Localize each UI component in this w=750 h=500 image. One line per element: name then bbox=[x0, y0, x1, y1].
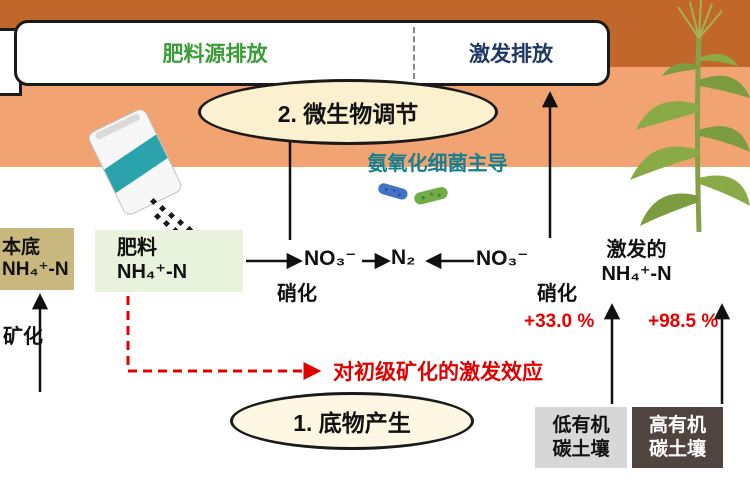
bacterium-blue-icon bbox=[378, 183, 408, 200]
priming-effect-label: 对初级矿化的激发效应 bbox=[333, 361, 543, 384]
background-n-pool: 本底 NH₄⁺-N bbox=[0, 228, 74, 290]
high-soil-line1: 高有机 bbox=[648, 414, 706, 436]
microbial-regulation-oval: 2. 微生物调节 bbox=[198, 79, 498, 145]
arrow-priming-effect bbox=[126, 296, 322, 380]
fertilizer-n-line1: 肥料 bbox=[117, 237, 157, 260]
fertilizer-n-line2: NH₄⁺-N bbox=[117, 261, 188, 283]
mineralization-label: 矿化 bbox=[3, 326, 43, 348]
low-soil-percent: +33.0 % bbox=[524, 311, 595, 332]
low-soil-line1: 低有机 bbox=[552, 414, 610, 436]
no3-right-label: NO₃⁻ bbox=[476, 247, 529, 270]
primed-emission-label: 激发排放 bbox=[469, 43, 553, 66]
background-n-line2: NH₄⁺-N bbox=[2, 259, 69, 280]
primed-n-line1: 激发的 bbox=[606, 239, 667, 262]
bacterium-green-icon bbox=[414, 187, 448, 205]
header-dashed-divider bbox=[413, 27, 415, 79]
n2-label: N₂ bbox=[391, 246, 416, 269]
fertilizer-emission-label: 肥料源排放 bbox=[162, 43, 268, 66]
high-organic-carbon-soil-box: 高有机 碳土壤 bbox=[632, 407, 723, 468]
background-n-line1: 本底 bbox=[2, 236, 41, 258]
microbial-regulation-label: 2. 微生物调节 bbox=[277, 101, 419, 127]
nitrification-right-label: 硝化 bbox=[537, 283, 577, 305]
low-soil-line2: 碳土壤 bbox=[552, 438, 610, 460]
nitrification-left-label: 硝化 bbox=[277, 283, 317, 305]
primed-n-line2: NH₄⁺-N bbox=[601, 263, 672, 285]
substrate-production-label: 1. 底物产生 bbox=[293, 410, 411, 436]
primed-n-pool: 激发的 NH₄⁺-N bbox=[588, 228, 685, 298]
no3-left-label: NO₃⁻ bbox=[304, 247, 357, 270]
corn-plant-illustration bbox=[630, 0, 750, 233]
substrate-production-oval: 1. 底物产生 bbox=[230, 392, 474, 450]
emission-header-box: 肥料源排放 激发排放 bbox=[14, 20, 610, 86]
ammonia-oxidizer-caption: 氨氧化细菌主导 bbox=[367, 153, 508, 175]
high-soil-percent: +98.5 % bbox=[648, 311, 719, 332]
high-soil-line2: 碳土壤 bbox=[648, 438, 706, 460]
fertilizer-n-pool: 肥料 NH₄⁺-N bbox=[95, 230, 243, 292]
low-organic-carbon-soil-box: 低有机 碳土壤 bbox=[535, 407, 627, 468]
